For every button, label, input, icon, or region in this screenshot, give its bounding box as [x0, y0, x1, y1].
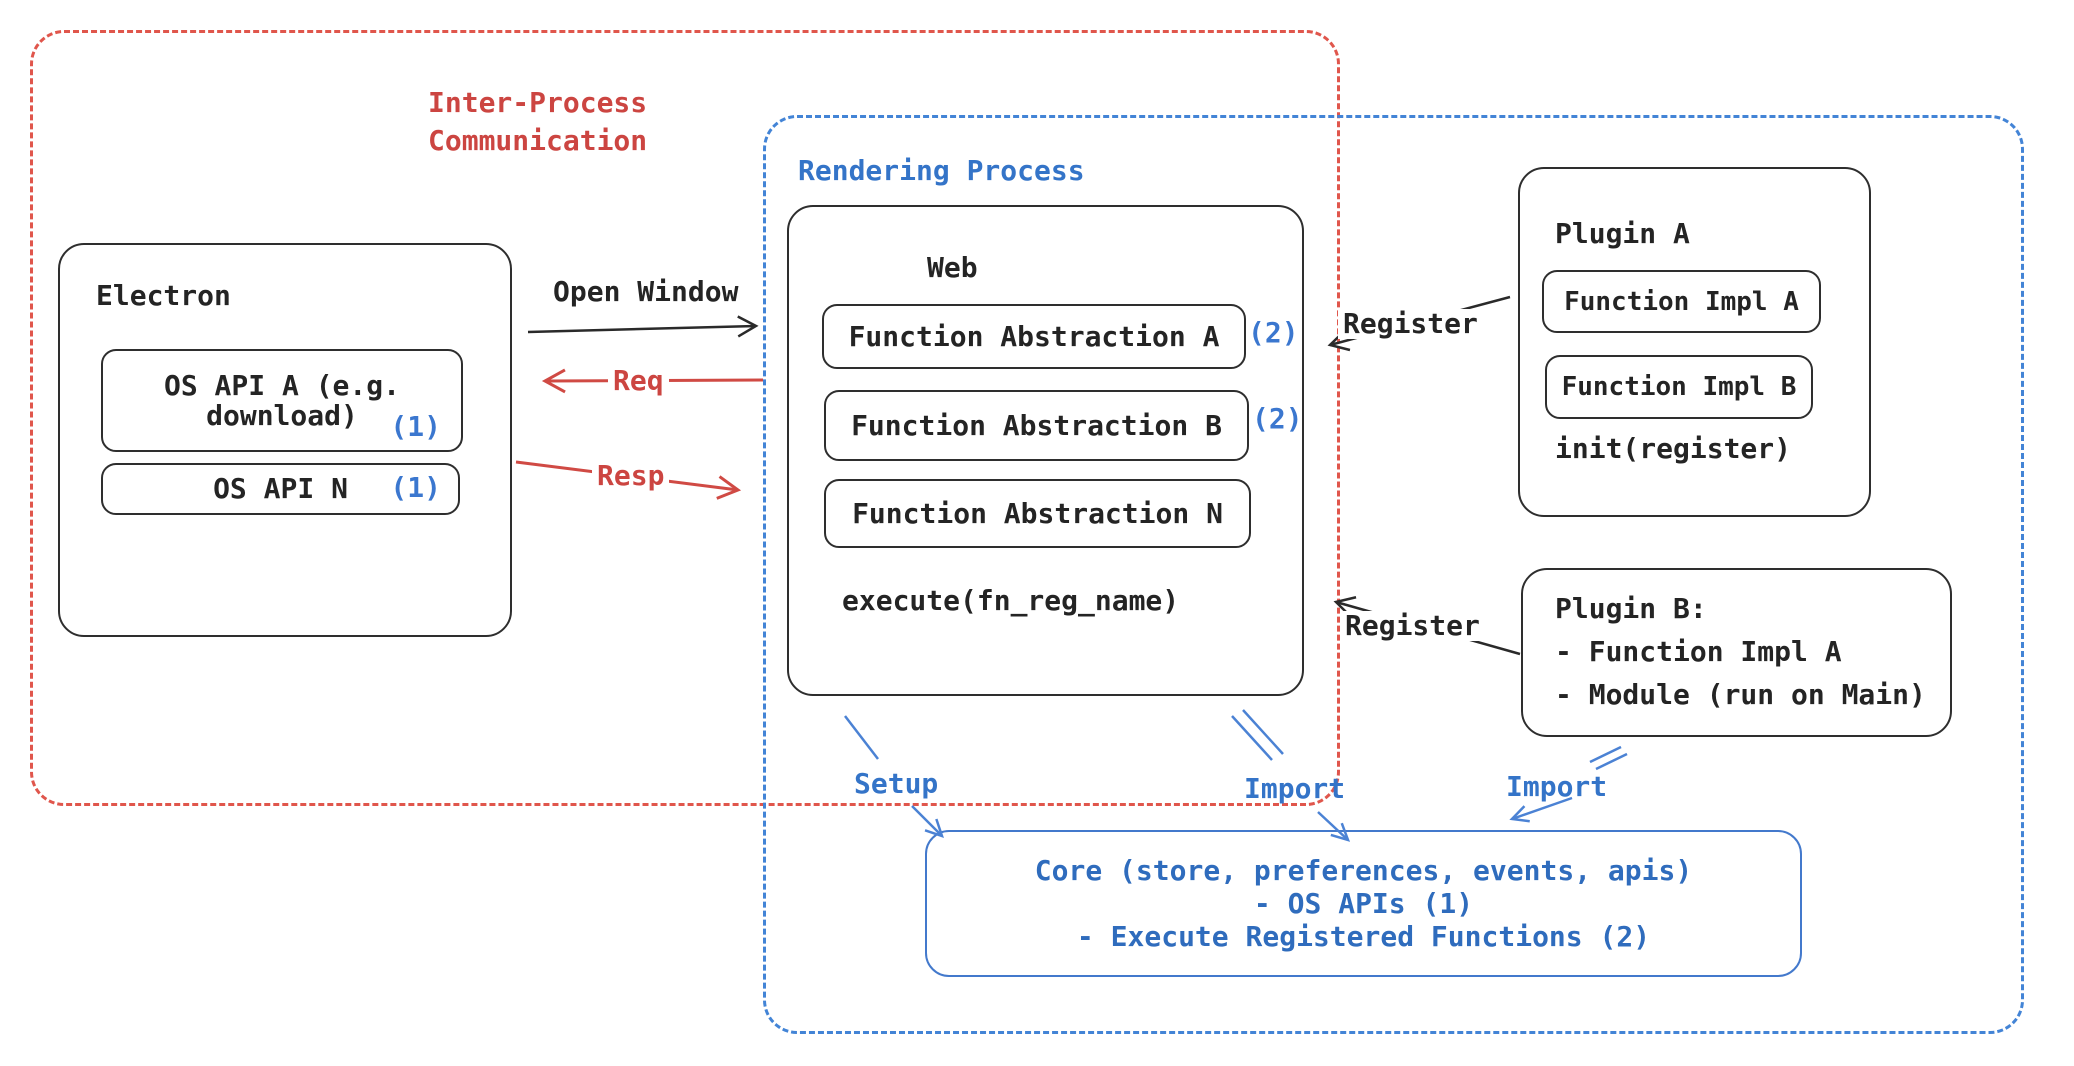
plugin-b-text: Plugin B: - Function Impl A - Module (ru… — [1555, 587, 1926, 716]
init-register-label: init(register) — [1555, 432, 1792, 465]
electron-title: Electron — [96, 279, 231, 312]
core-box: Core (store, preferences, events, apis) … — [925, 830, 1802, 977]
function-impl-b-box: Function Impl B — [1545, 355, 1813, 419]
function-abstraction-b-box: Function Abstraction B — [824, 390, 1249, 461]
plugin-b-box: Plugin B: - Function Impl A - Module (ru… — [1521, 568, 1952, 737]
import-plugin-label: Import — [1506, 770, 1608, 803]
function-impl-a-label: Function Impl A — [1564, 286, 1799, 317]
rendering-process-label: Rendering Process — [798, 154, 1085, 187]
plugin-b-item-1: - Function Impl A — [1555, 635, 1842, 668]
function-abstraction-n-box: Function Abstraction N — [824, 479, 1251, 548]
function-abstraction-a-label: Function Abstraction A — [848, 319, 1220, 353]
resp-label: Resp — [592, 461, 670, 491]
os-api-n-box: OS API N (1) — [101, 463, 460, 515]
function-abstraction-b-badge: (2) — [1252, 402, 1303, 435]
os-api-a-label: OS API A (e.g. download) — [163, 368, 400, 432]
execute-label: execute(fn_reg_name) — [842, 584, 1180, 617]
ipc-region-boundary — [30, 30, 1340, 806]
register-label-bottom: Register — [1340, 611, 1485, 641]
plugin-a-box: Plugin A Function Impl A Function Impl B… — [1518, 167, 1871, 517]
os-api-n-label: OS API N — [213, 472, 348, 505]
register-label-top: Register — [1338, 309, 1483, 339]
function-impl-b-label: Function Impl B — [1561, 372, 1797, 402]
plugin-b-item-2: - Module (run on Main) — [1555, 678, 1926, 711]
function-abstraction-n-label: Function Abstraction N — [852, 496, 1223, 530]
function-abstraction-a-badge: (2) — [1248, 316, 1299, 349]
function-abstraction-b-label: Function Abstraction B — [851, 408, 1222, 442]
os-api-a-box: OS API A (e.g. download) (1) — [101, 349, 463, 452]
plugin-b-title: Plugin B: — [1555, 592, 1707, 625]
core-item-2: - Execute Registered Functions (2) — [1076, 920, 1651, 953]
web-box: Web Function Abstraction A Function Abst… — [787, 205, 1304, 696]
function-impl-a-box: Function Impl A — [1542, 270, 1821, 333]
ipc-label-line1: Inter-Process — [428, 86, 648, 119]
ipc-region-label: Inter-Process Communication — [428, 84, 647, 160]
rendering-process-region-boundary — [763, 115, 2024, 1034]
req-label: Req — [608, 366, 669, 396]
web-title: Web — [927, 251, 978, 284]
core-item-1: - OS APIs (1) — [1253, 887, 1474, 920]
open-window-label: Open Window — [553, 275, 739, 308]
ipc-label-line2: Communication — [428, 124, 648, 157]
os-api-n-badge: (1) — [390, 471, 441, 504]
import-web-label: Import — [1244, 772, 1346, 805]
plugin-a-title: Plugin A — [1555, 217, 1690, 250]
os-api-a-badge: (1) — [390, 410, 441, 443]
function-abstraction-a-box: Function Abstraction A — [822, 304, 1246, 369]
electron-box: Electron OS API A (e.g. download) (1) OS… — [58, 243, 512, 637]
setup-label: Setup — [854, 767, 939, 800]
core-title: Core (store, preferences, events, apis) — [1034, 854, 1693, 887]
